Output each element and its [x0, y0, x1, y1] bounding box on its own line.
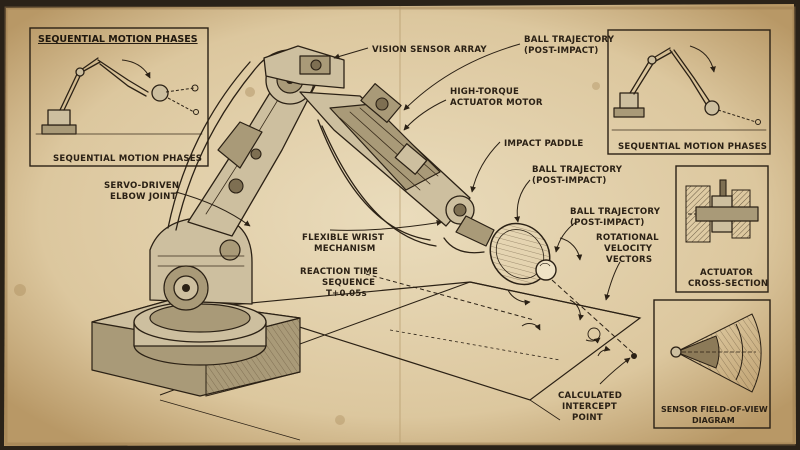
callout-labels: VISION SENSOR ARRAY BALL TRAJECTORY (POS…	[104, 35, 661, 423]
label-ball-trajectory-low: BALL TRAJECTORY	[570, 207, 661, 217]
label-ball-trajectory-low: (POST-IMPACT)	[570, 218, 645, 228]
panel-caption: SEQUENTIAL MOTION PHASES	[53, 154, 202, 164]
actuator-caption: ACTUATOR	[700, 268, 753, 278]
label-servo-elbow: SERVO-DRIVEN	[104, 181, 179, 191]
label-ball-trajectory-mid: (POST-IMPACT)	[532, 176, 607, 186]
paper-stain	[245, 87, 255, 97]
motion-phases-panel-left: SEQUENTIAL MOTION PHASES SEQUENTIAL MOTI…	[29, 27, 209, 167]
label-intercept-point: POINT	[572, 413, 603, 423]
actuator-cross-section-panel: ACTUATOR CROSS-SECTION	[675, 165, 769, 293]
sensor-fov-panel: SENSOR FIELD-OF-VIEW DIAGRAM	[653, 299, 771, 429]
sensor-caption: SENSOR FIELD-OF-VIEW	[661, 405, 768, 414]
label-intercept-point: CALCULATED	[558, 391, 622, 401]
label-reaction-time: SEQUENCE	[322, 278, 375, 288]
label-ball-trajectory-mid: BALL TRAJECTORY	[532, 165, 623, 175]
paper-stain	[14, 284, 26, 296]
label-wrist: FLEXIBLE WRIST	[302, 233, 384, 243]
label-rotational-velocity: ROTATIONAL	[596, 233, 659, 243]
callout-leaders	[175, 43, 631, 385]
actuator-caption: CROSS-SECTION	[688, 279, 768, 289]
label-rotational-velocity: VELOCITY	[604, 244, 653, 254]
sensor-caption: DIAGRAM	[692, 416, 735, 425]
paper-stain	[592, 82, 600, 90]
ping-pong-table	[159, 281, 642, 441]
label-servo-elbow: ELBOW JOINT	[110, 192, 177, 202]
label-impact-paddle: IMPACT PADDLE	[504, 139, 583, 149]
panel-title: SEQUENTIAL MOTION PHASES	[38, 34, 198, 45]
motion-phases-panel-right: SEQUENTIAL MOTION PHASES	[607, 29, 771, 155]
label-wrist: MECHANISM	[314, 244, 376, 254]
label-reaction-time: REACTION TIME	[300, 267, 378, 277]
trajectory-vectors	[507, 237, 637, 359]
label-rotational-velocity: VECTORS	[606, 255, 652, 265]
panel-caption: SEQUENTIAL MOTION PHASES	[618, 142, 767, 152]
robot-arm	[91, 45, 557, 397]
paper-stain	[335, 415, 345, 425]
label-ball-trajectory-top: BALL TRAJECTORY	[524, 35, 615, 45]
label-ball-trajectory-top: (POST-IMPACT)	[524, 46, 599, 56]
label-reaction-time: T+0.05s	[326, 289, 367, 299]
label-actuator-motor: ACTUATOR MOTOR	[450, 98, 543, 108]
label-intercept-point: INTERCEPT	[562, 402, 617, 412]
label-vision-sensor: VISION SENSOR ARRAY	[372, 45, 487, 55]
label-actuator-motor: HIGH-TORQUE	[450, 87, 519, 97]
